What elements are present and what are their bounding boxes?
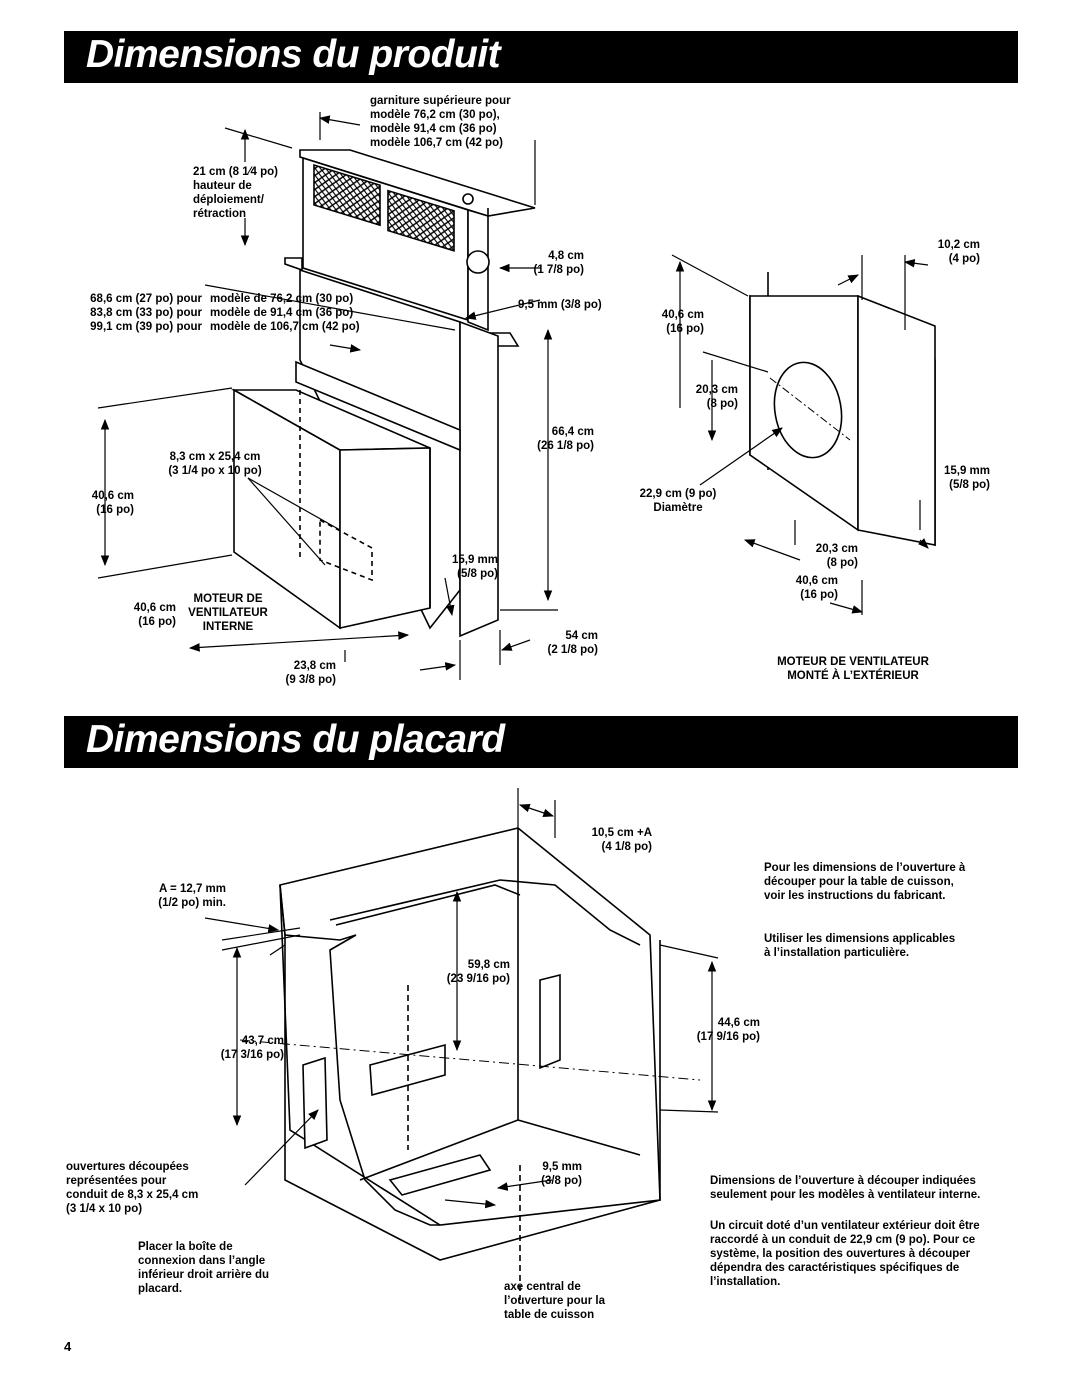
- product-dimensions-title: Dimensions du produit: [86, 33, 501, 76]
- external-motor-label: MOTEUR DE VENTILATEUR MONTÉ À L’EXTÉRIEU…: [777, 656, 929, 682]
- cabinet-dimensions-banner: Dimensions du placard: [64, 716, 1018, 768]
- page-number: 4: [64, 1339, 72, 1354]
- downdraft-vent-internal-motor-drawing: [97, 112, 558, 680]
- dim-54-label: 54 cm (2 1/8 po): [547, 630, 598, 656]
- internal-motor-label: MOTEUR DE VENTILATEUR INTERNE: [188, 593, 268, 633]
- ext-dim-40-6-b-label: 40,6 cm (16 po): [795, 575, 838, 601]
- note-internal-only: Dimensions de l’ouverture à découper ind…: [710, 1175, 981, 1201]
- dim-15-9-label: 15,9 mm (5/8 po): [451, 554, 498, 580]
- ext-dim-40-6-a-label: 40,6 cm (16 po): [661, 309, 704, 335]
- cab-dim-43-7-label: 43,7 cm (17 3/16 po): [220, 1035, 284, 1061]
- dim-9-5-label: 9,5 mm (3/8 po): [518, 299, 602, 311]
- cab-dim-a-label: A = 12,7 mm (1/2 po) min.: [158, 883, 226, 909]
- cabinet-drawing: [204, 788, 719, 1300]
- cutouts-label: ouvertures découpées représentées pour c…: [66, 1161, 199, 1215]
- cab-dim-44-6-label: 44,6 cm (17 9/16 po): [696, 1017, 760, 1043]
- ext-dim-20-3-b-label: 20,3 cm (8 po): [815, 543, 858, 569]
- dim-66-4-label: 66,4 cm (26 1/8 po): [537, 426, 594, 452]
- centerline-label: axe central de l’ouverture pour la table…: [504, 1281, 605, 1321]
- duct-size-label: 8,3 cm x 25,4 cm (3 1/4 po x 10 po): [168, 451, 262, 477]
- motor-depth-label: 40,6 cm (16 po): [133, 602, 176, 628]
- motor-height-label: 40,6 cm (16 po): [91, 490, 134, 516]
- downdraft-vent-external-motor-drawing: [671, 254, 936, 615]
- widths-right-label: modèle de 76,2 cm (30 po) modèle de 91,4…: [210, 293, 360, 333]
- dim-4-8-label: 4,8 cm (1 7/8 po): [533, 250, 584, 276]
- cabinet-dimensions-title: Dimensions du placard: [86, 718, 505, 761]
- ext-dim-15-9-label: 15,9 mm (5/8 po): [943, 465, 990, 491]
- widths-left-label: 68,6 cm (27 po) pour 83,8 cm (33 po) pou…: [90, 293, 202, 333]
- note-applicable-dims: Utiliser les dimensions applicables à l’…: [764, 933, 956, 959]
- top-trim-label: garniture supérieure pour modèle 76,2 cm…: [370, 95, 511, 149]
- product-dimensions-banner: Dimensions du produit: [64, 31, 1018, 83]
- dim-23-8-label: 23,8 cm (9 3/8 po): [285, 660, 336, 686]
- note-external-circuit: Un circuit doté d’un ventilateur extérie…: [710, 1220, 980, 1288]
- ext-diameter-label: 22,9 cm (9 po) Diamètre: [639, 488, 717, 514]
- cab-dim-9-5-label: 9,5 mm (3/8 po): [541, 1161, 582, 1187]
- ext-dim-20-3-a-label: 20,3 cm (8 po): [695, 384, 738, 410]
- cab-dim-10-5-label: 10,5 cm +A (4 1/8 po): [591, 827, 652, 853]
- ext-dim-10-2-label: 10,2 cm (4 po): [937, 239, 980, 265]
- deploy-height-label: 21 cm (8 1⁄4 po) hauteur de déploiement/…: [193, 166, 279, 220]
- note-cooktop-cutout: Pour les dimensions de l’ouverture à déc…: [764, 862, 966, 902]
- cab-dim-59-8-label: 59,8 cm (23 9/16 po): [446, 959, 510, 985]
- junction-box-label: Placer la boîte de connexion dans l’angl…: [138, 1241, 270, 1295]
